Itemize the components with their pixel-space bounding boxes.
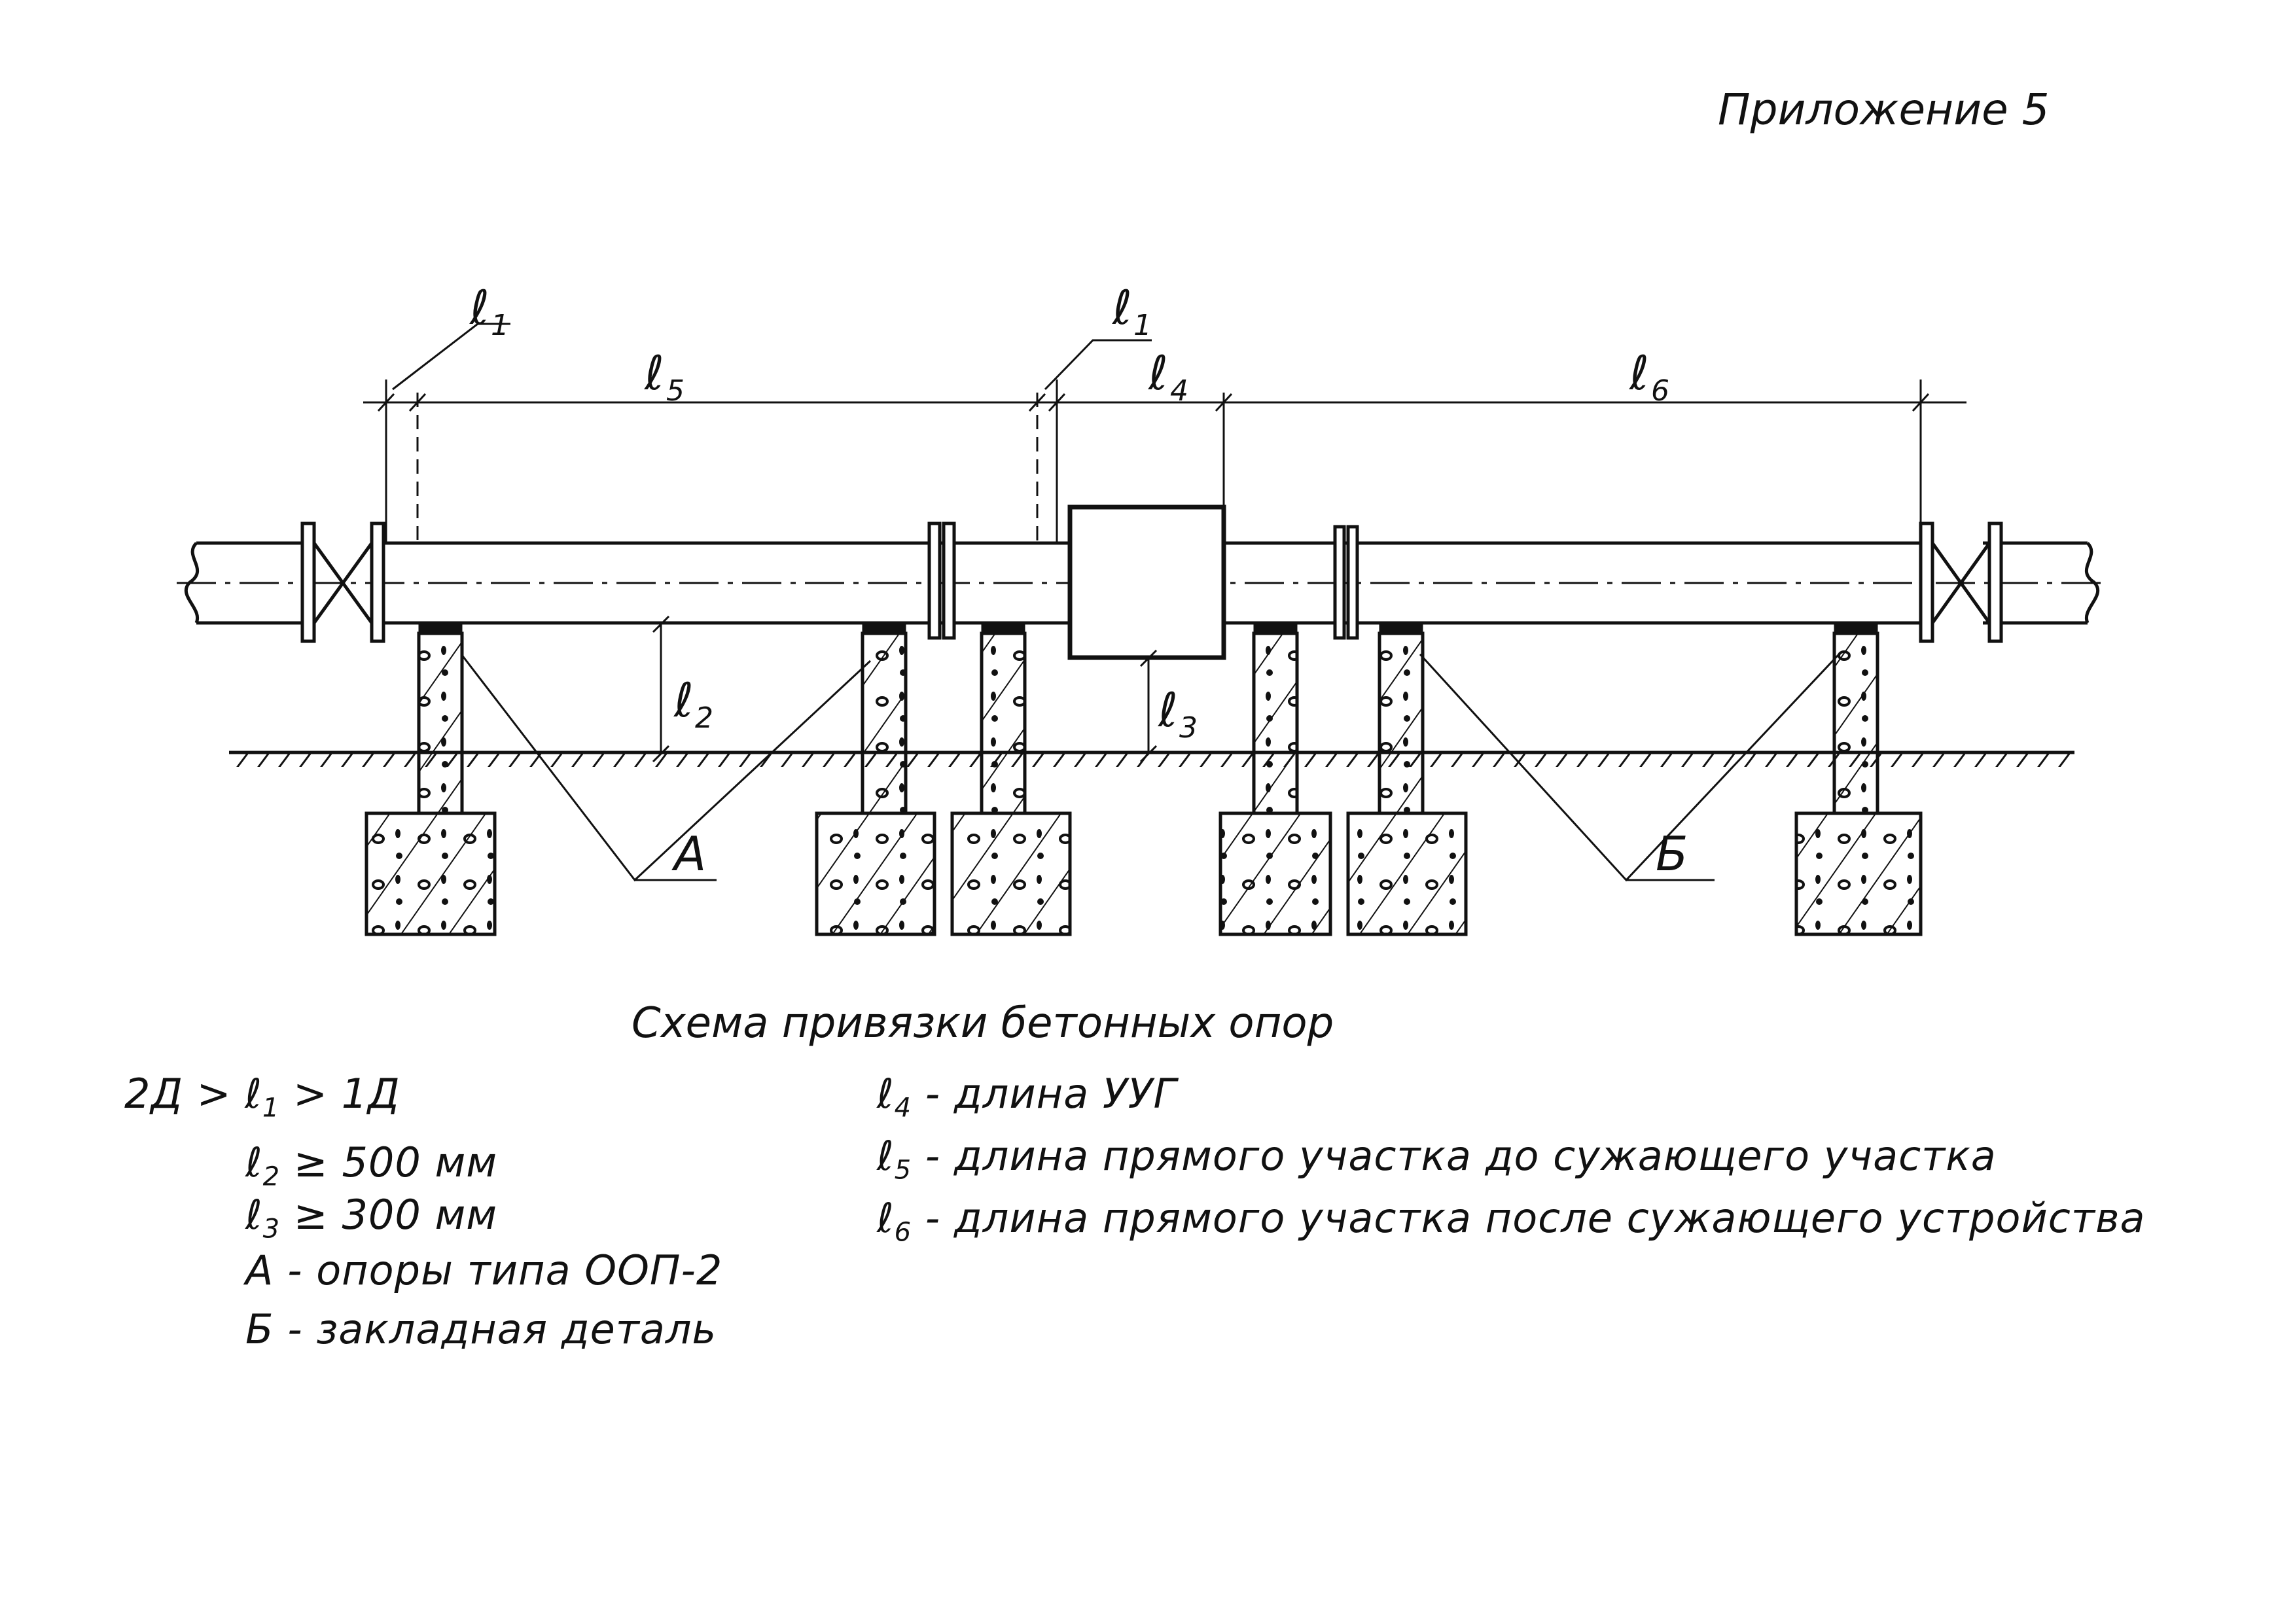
svg-text:3: 3: [1179, 711, 1198, 745]
svg-text:ℓ: ℓ: [1157, 682, 1178, 737]
legend-subscript: 6: [894, 1217, 912, 1248]
legend-symbol: ℓ: [877, 1132, 895, 1180]
legend-l3: ℓ3 ≥ 300 мм: [245, 1191, 497, 1244]
flow-meter-box: [1067, 504, 1226, 660]
support-A2: [815, 621, 936, 936]
legend-l6: ℓ6 - длина прямого участка после сужающе…: [877, 1194, 2146, 1247]
legend-B: Б - закладная деталь: [245, 1305, 717, 1353]
svg-text:1: 1: [491, 309, 509, 342]
legend-prefix: 2Д >: [124, 1070, 245, 1118]
dimension-line-vertical: [652, 615, 1158, 763]
flange-left: [927, 521, 956, 640]
diagram-caption: Схема привязки бетонных опор: [632, 999, 1334, 1048]
svg-text:5: 5: [666, 374, 685, 408]
legend-text: - длина прямого участка после сужающего …: [912, 1194, 2146, 1242]
legend-symbol: ℓ: [877, 1194, 895, 1242]
legend-text: Б - закладная деталь: [245, 1305, 717, 1353]
svg-text:ℓ: ℓ: [673, 673, 694, 728]
callout-B-leaders: [1419, 653, 1840, 882]
legend-subscript: 2: [262, 1161, 281, 1192]
valve-right: [1919, 521, 2003, 643]
svg-text:4: 4: [1170, 374, 1188, 408]
callout-A-label: А: [671, 826, 706, 881]
legend-subscript: 5: [894, 1155, 912, 1186]
legend-text: - длина прямого участка до сужающего уча…: [912, 1132, 1997, 1180]
dim-label-l4: ℓ 4: [1147, 345, 1188, 408]
svg-text:6: 6: [1651, 374, 1669, 408]
svg-text:ℓ: ℓ: [643, 345, 664, 400]
legend-symbol: ℓ: [245, 1191, 263, 1239]
legend-subscript: 3: [262, 1214, 281, 1244]
support-B2: [1346, 621, 1468, 936]
dim-label-l1-left: ℓ 1: [469, 280, 509, 342]
dimension-line-top: [363, 323, 1966, 543]
dim-label-l6: ℓ 6: [1628, 345, 1669, 408]
dim-label-l3: ℓ 3: [1157, 682, 1198, 745]
svg-text:ℓ: ℓ: [1111, 280, 1132, 335]
legend-l2: ℓ2 ≥ 500 мм: [245, 1139, 497, 1192]
dim-label-l1-right: ℓ 1: [1111, 280, 1152, 342]
legend-text: ≥ 500 мм: [280, 1139, 498, 1186]
legend-symbol: ℓ: [877, 1070, 895, 1118]
callout-B-label: Б: [1656, 826, 1688, 881]
legend-text: ≥ 300 мм: [280, 1191, 498, 1239]
dim-label-l2: ℓ 2: [673, 673, 713, 735]
legend-symbol: ℓ: [245, 1070, 262, 1118]
svg-text:ℓ: ℓ: [1628, 345, 1649, 400]
support-B3: [1794, 621, 1923, 936]
callout-A-leaders: [460, 654, 872, 882]
svg-text:ℓ: ℓ: [469, 280, 489, 335]
legend-text: - длина УУГ: [912, 1070, 1177, 1118]
valve-left: [300, 521, 385, 643]
legend-l4: ℓ4 - длина УУГ: [877, 1070, 1177, 1123]
appendix-title: Приложение 5: [1718, 84, 2050, 135]
svg-text:2: 2: [695, 701, 713, 735]
svg-text:ℓ: ℓ: [1147, 345, 1168, 400]
svg-text:1: 1: [1133, 309, 1152, 342]
support-A1: [365, 621, 497, 936]
ground: [229, 750, 2074, 767]
legend-symbol: ℓ: [245, 1139, 263, 1186]
legend-subscript: 1: [262, 1093, 280, 1123]
dim-label-l5: ℓ 5: [643, 345, 685, 408]
support-B1: [1219, 621, 1332, 936]
support-A3: [950, 621, 1072, 936]
legend-l1-condition: 2Д > ℓ1 > 1Д: [124, 1070, 400, 1123]
legend-subscript: 4: [894, 1093, 912, 1123]
legend-suffix: > 1Д: [279, 1070, 400, 1118]
legend-A: А - опоры типа ООП-2: [245, 1246, 722, 1294]
legend-text: А - опоры типа ООП-2: [245, 1246, 723, 1294]
legend-l5: ℓ5 - длина прямого участка до сужающего …: [877, 1132, 1997, 1185]
flange-right: [1333, 525, 1359, 640]
